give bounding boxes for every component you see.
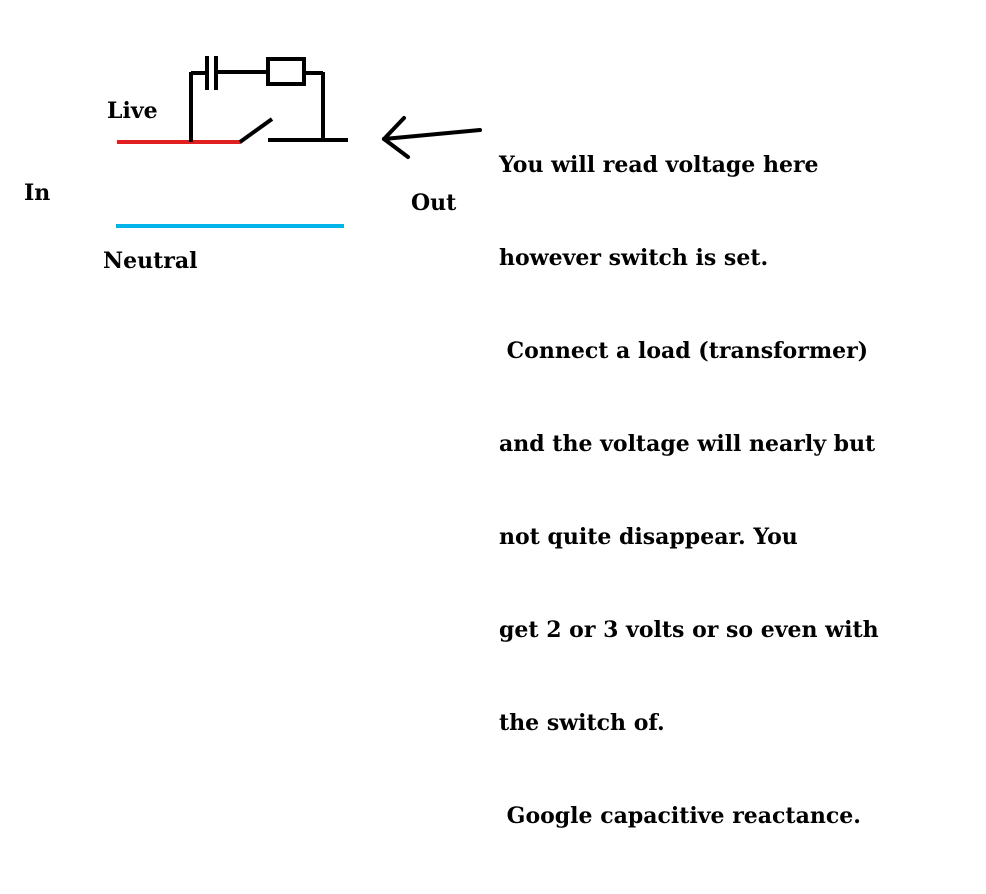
note-line: Connect a load (transformer) [499,338,869,364]
label-neutral: Neutral [103,248,198,274]
label-in: In [24,180,51,206]
note-line: You will read voltage here [499,152,819,178]
explanation-note: You will read voltage here however switc… [499,88,879,894]
note-line: Google capacitive reactance. [499,803,861,829]
resistor-icon [266,57,306,86]
bypass-wire-right [304,71,325,140]
label-live: Live [107,98,158,124]
circuit-diagram: Live In Neutral Out You will read voltag… [24,56,879,829]
arrow-icon [382,116,482,159]
note-line: and the voltage will nearly but [499,431,876,457]
switch-icon [238,117,274,144]
bypass-branch [189,71,206,142]
note-line: get 2 or 3 volts or so even with [499,617,879,643]
circuit-drawing [116,56,482,228]
label-out: Out [411,190,457,216]
note-line: the switch of. [499,710,665,736]
capacitor-icon [205,56,218,90]
note-line: not quite disappear. You [499,524,798,550]
note-line: however switch is set. [499,245,769,271]
